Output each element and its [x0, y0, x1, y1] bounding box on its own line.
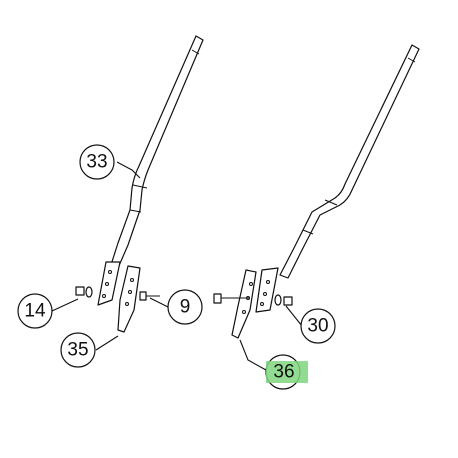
left-bolt — [139, 291, 160, 301]
callout-36-label: 36 — [273, 362, 294, 383]
callout-9[interactable]: 9 — [167, 289, 203, 325]
callout-33[interactable]: 33 — [79, 144, 115, 180]
callout-33-label: 33 — [86, 152, 107, 173]
callout-30[interactable]: 30 — [300, 308, 336, 344]
callout-14[interactable]: 14 — [17, 293, 53, 329]
left-handle-tube — [109, 35, 204, 269]
callout-14-label: 14 — [24, 301, 46, 322]
callout-36-highlight — [266, 361, 308, 383]
right-bracket — [231, 267, 279, 339]
left-nut-washer — [75, 286, 93, 298]
callout-35-label: 35 — [67, 340, 88, 361]
leader-lines — [51, 161, 303, 371]
callout-9-label: 9 — [180, 297, 191, 318]
callout-35[interactable]: 35 — [60, 332, 96, 368]
right-bolt — [213, 293, 250, 304]
left-bracket — [97, 261, 141, 333]
right-nut-washer — [274, 294, 293, 306]
callout-36[interactable]: 36 — [265, 354, 308, 390]
callout-30-label: 30 — [307, 316, 328, 337]
right-handle-tube — [279, 44, 420, 279]
